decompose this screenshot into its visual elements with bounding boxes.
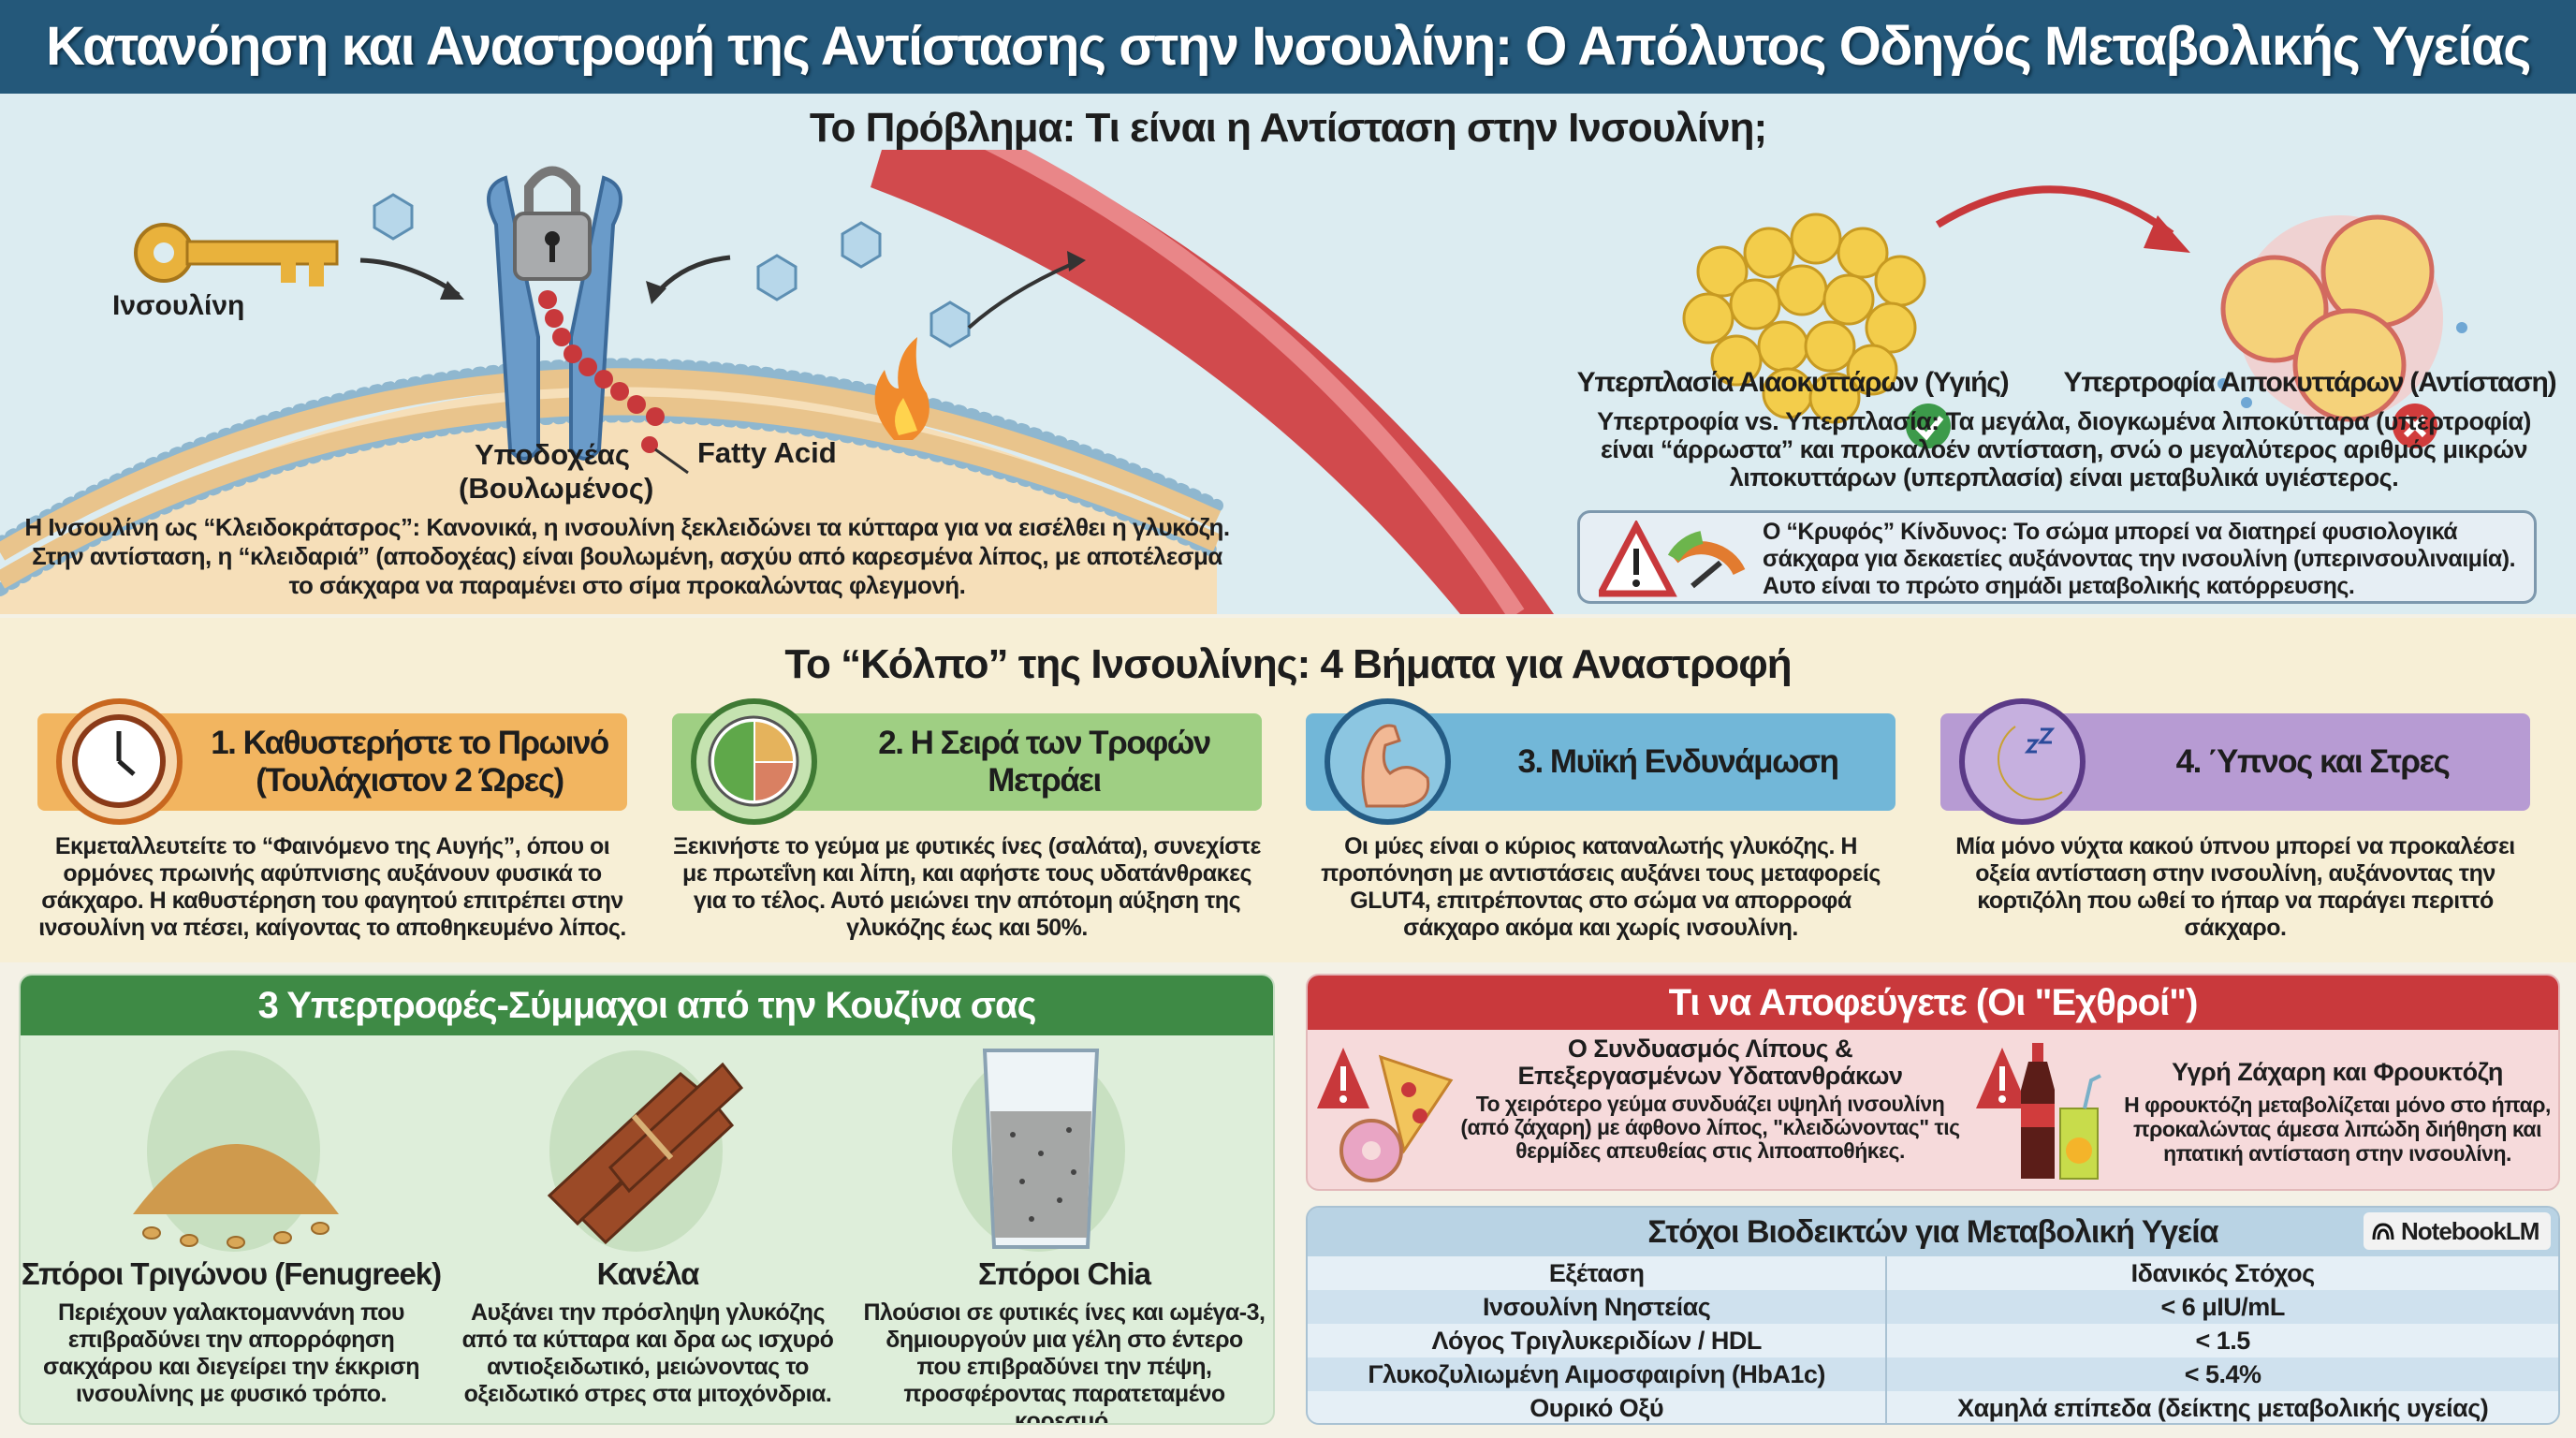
receptor-label: Υποδοχέας (Βουλωμένος) [459,438,654,505]
kitchen-item-fenugreek: Σπόροι Τριγώνου (Fenugreek) Περιέχουν γαλ… [21,1256,442,1408]
liquid-sugar-name: Υγρή Ζάχαρη και Φρουκτόζη [2172,1058,2503,1086]
liquid-sugar-text: Η φρουκτόζη μεταβολίζεται μόνο στο ήπαρ,… [2124,1093,2551,1166]
table-cell: Ουρικό Οξύ [1308,1391,1888,1423]
fat-carbs-name: Ο Συνδυασμός Λίπους & Επεξεργασμένων Υδα… [1517,1034,1903,1090]
flexed-arm-icon [1325,698,1451,825]
table-row: Ινσουλίνη Νηστείας< 6 μIU/mL [1308,1290,2558,1324]
inflamed-fat-cells [2217,214,2467,422]
inflammation-flame-icon [874,337,929,440]
avoid-item-liquid-sugar: Υγρή Ζάχαρη και Φρουκτόζη Η φρουκτόζη μετ… [2122,1058,2553,1166]
lock-icon [513,166,592,281]
step-1-text: Εκμεταλλευτείτε το “Φαινόμενο της Αυγής”… [38,833,626,941]
hidden-danger-text: Ο “Κρυφός” Κίνδυνος: Το σώμα μπορεί να δ… [1763,519,2516,599]
step-4-label: 4. Ύπνος και Στρες [2175,743,2451,780]
moon-sleep-icon [1959,698,2086,825]
check-icon [1906,404,1951,448]
header-target: Ιδανικός Στόχος [1886,1256,2558,1290]
warning-soda-juice-icon [1976,1043,2101,1180]
insulin-description: Η Ινσουλίνη ως “Κλειδοκράτσρος”: Κανονικ… [24,513,1230,599]
clock-icon [56,698,183,825]
cinnamon-name: Κανέλα [596,1256,700,1291]
notebooklm-label: NotebookLM [2401,1216,2539,1245]
step-2-label: 2. Η Σειρά των Τροφών Μετράει [878,725,1211,799]
glucose-icon [373,193,971,348]
cinnamon-sticks-icon [547,1062,744,1245]
avoid-title: Τι να Αποφεύγετε (Οι "Εχθροί") [1308,976,2558,1030]
notebooklm-logo-icon [2372,1223,2394,1240]
step-3-text: Οι μύες είναι ο κύριος καταναλωτής γλυκό… [1321,833,1881,941]
avoid-panel: Τι να Αποφεύγετε (Οι "Εχθροί") Ο Συνδυασ… [1306,974,2560,1191]
hidden-danger-box: Ο “Κρυφός” Κίνδυνος: Το σώμα μπορεί να δ… [1577,510,2537,604]
chia-text: Πλούσιοι σε φυτικές ίνες και ωμέγα-3, δη… [863,1299,1266,1425]
problem-section: Το Πρόβλημα: Τι είναι η Αντίσταση στην Ι… [0,94,2576,614]
error-x-icon [2393,404,2437,448]
table-cell: Χαμηλά επίπεδα (δείκτης μεταβολικής υγεί… [1886,1391,2558,1423]
healthy-cells-label: Υπερπλασία Αιαοκυττάρων (Υγιής) [1576,367,2010,398]
chia-name: Σπόροι Chia [977,1256,1151,1291]
fat-cells-illustration [1682,185,2467,448]
hypertrophy-comparison-text: Υπερτροφία vs. Υπερπλασία: Τα μεγάλα, δι… [1597,407,2531,492]
key-icon [134,223,339,286]
table-cell: Λόγος Τριγλυκεριδίων / HDL [1308,1324,1888,1357]
fenugreek-seeds-icon [133,1144,339,1249]
transition-arrow [1935,185,2174,238]
table-cell: Γλυκοζυλιωμένη Αιμοσφαιρίνη (HbA1c) [1308,1357,1888,1391]
cinnamon-text: Αυξάνει την πρόσληψη γλυκόζης από τα κύτ… [461,1299,834,1407]
problem-title: Το Πρόβλημα: Τι είναι η Αντίσταση στην Ι… [809,105,1767,151]
fenugreek-name: Σπόροι Τριγώνου (Fenugreek) [21,1256,442,1291]
step-2-text: Ξεκινήστε το γεύμα με φυτικές ίνες (σαλά… [673,833,1261,941]
fatty-acid-chain [538,290,665,453]
notebooklm-badge: NotebookLM [2364,1212,2551,1250]
table-cell: < 6 μIU/mL [1886,1290,2558,1324]
cell-membrane-illustration [0,150,1554,614]
fat-carbs-text: Το χειρότερο γεύμα συνδυάζει υψηλή ινσου… [1460,1092,1960,1163]
step-3-label: 3. Μυϊκή Ενδυνάμωση [1517,743,1839,780]
biomarkers-panel: Στόχοι Βιοδεικτών για Μεταβολική Υγεία Ε… [1306,1206,2560,1425]
avoid-item-fat-carbs: Ο Συνδυασμός Λίπους & Επεξεργασμένων Υδα… [1457,1035,1963,1163]
healthy-fat-cells [1682,213,1926,424]
step-card-4: 4. Ύπνος και Στρες Μία μόνο νύχτα κακού … [1940,698,2530,942]
steps-title: Το “Κόλπο” της Ινσουλίνης: 4 Βήματα για … [784,641,1792,687]
table-cell: < 5.4% [1886,1357,2558,1391]
fenugreek-text: Περιέχουν γαλακτομαννάνη που επιβραδύνει… [42,1299,420,1407]
kitchen-panel: 3 Υπερτροφές-Σύμμαχοι από την Κουζίνα σα… [19,974,1275,1425]
warning-gauge-icon [1599,521,1746,597]
resistant-cells-label: Υπερτροφία Αιποκυττάρων (Αντίσταση) [2063,367,2557,398]
plate-icon [691,698,817,825]
step-card-2: 2. Η Σειρά των Τροφών Μετράει Ξεκινήστε … [672,698,1262,942]
page-title: Κατανόηση και Αναστροφή της Αντίστασης σ… [0,0,2576,94]
fatty-acid-label: Fatty Acid [697,436,837,469]
blood-vessel [871,150,1554,614]
step-card-3: 3. Μυϊκή Ενδυνάμωση Οι μύες είναι ο κύρι… [1306,698,1895,942]
kitchen-title: 3 Υπερτροφές-Σύμμαχοι από την Κουζίνα σα… [21,976,1273,1035]
insulin-key-label: Ινσουλίνη [112,290,245,321]
biomarkers-title: Στόχοι Βιοδεικτών για Μεταβολική Υγεία [1308,1208,2558,1256]
table-cell: Ινσουλίνη Νηστείας [1308,1290,1888,1324]
table-cell: < 1.5 [1886,1324,2558,1357]
warning-pizza-donut-icon [1317,1048,1454,1182]
table-row: Γλυκοζυλιωμένη Αιμοσφαιρίνη (HbA1c)< 5.4… [1308,1357,2558,1391]
step-card-1: 1. Καθυστερήστε το Πρωινό (Τουλάχιστον 2… [37,698,627,942]
chia-glass-icon [982,1049,1100,1249]
table-row: Λόγος Τριγλυκεριδίων / HDL< 1.5 [1308,1324,2558,1357]
header-test: Εξέταση [1308,1256,1888,1290]
step-1-label: 1. Καθυστερήστε το Πρωινό (Τουλάχιστον 2… [211,725,609,799]
step-4-text: Μία μόνο νύχτα κακού ύπνου μπορεί να προ… [1955,833,2515,941]
